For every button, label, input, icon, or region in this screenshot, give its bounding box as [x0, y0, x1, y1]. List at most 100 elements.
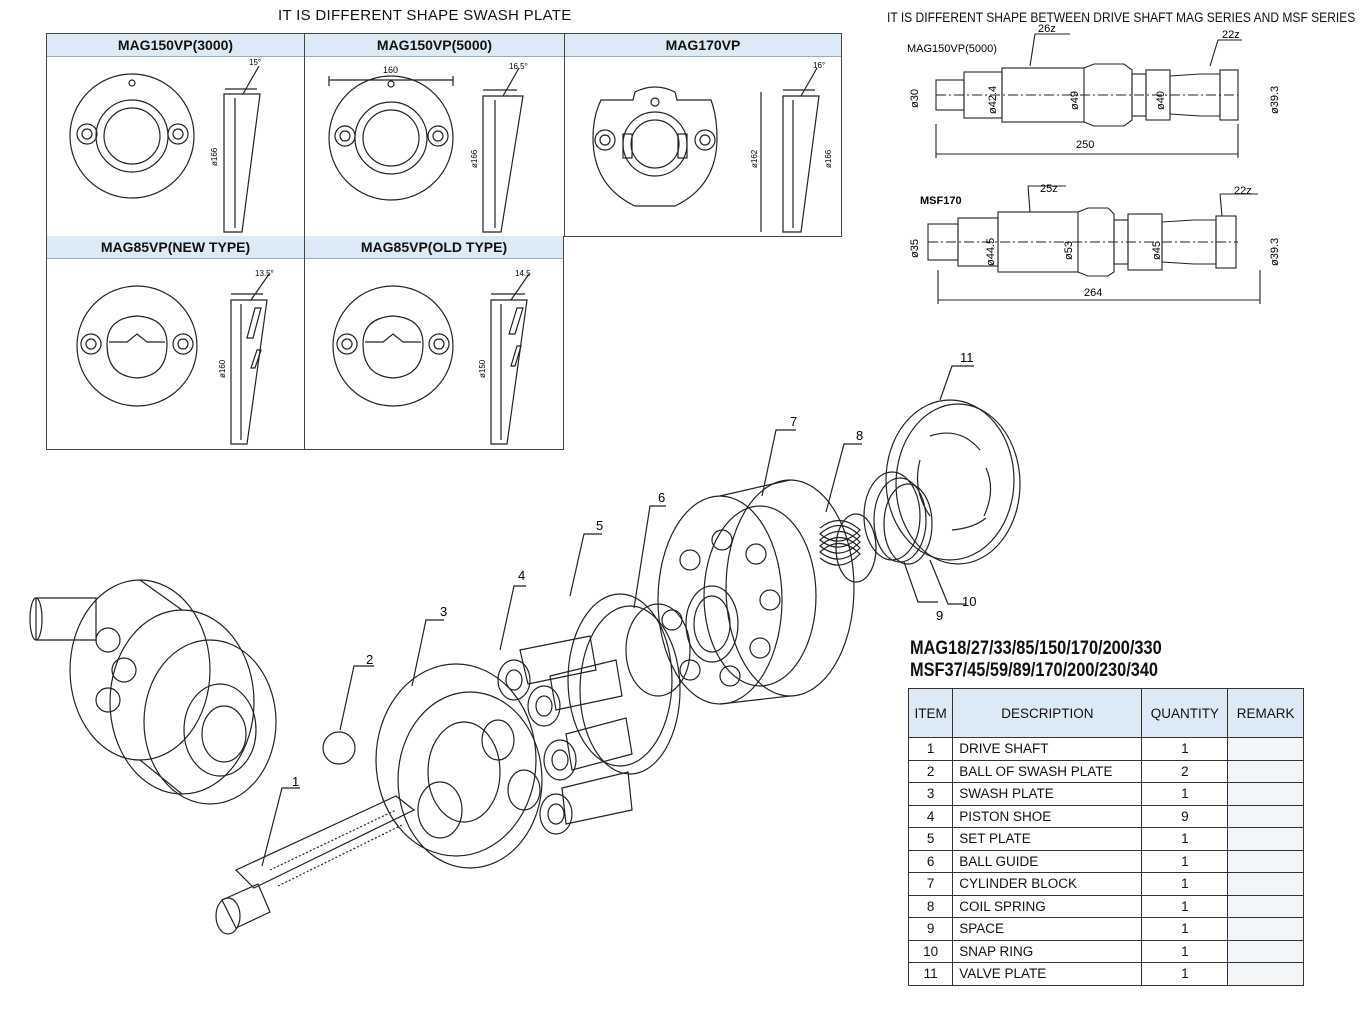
row-item: 4	[907, 804, 954, 828]
row-qty: 1	[1141, 962, 1229, 986]
swash-cell-4-header: MAG85VP(NEW TYPE)	[47, 236, 304, 259]
row-desc: BALL GUIDE	[952, 849, 1143, 873]
swash-2-dia: ø166	[470, 149, 479, 168]
swash-3-dia: ø162	[750, 149, 759, 168]
row-item: 8	[907, 894, 954, 918]
row-qty: 1	[1141, 827, 1229, 851]
row-desc: DRIVE SHAFT	[952, 737, 1143, 761]
swash-cell-1: MAG150VP(3000) 15° ø166	[47, 34, 304, 236]
row-remark	[1227, 759, 1304, 783]
callout-11: 11	[960, 350, 974, 365]
swash-cell-5-header: MAG85VP(OLD TYPE)	[305, 236, 563, 259]
shaft-2-spline2: 22z	[1234, 185, 1252, 197]
callout-9: 9	[936, 608, 943, 623]
row-remark	[1227, 962, 1304, 986]
row-item: 10	[907, 939, 954, 963]
shaft-2-d2: ø44.5	[985, 238, 997, 266]
swash-1-angle: 15°	[249, 58, 261, 67]
row-qty: 1	[1141, 939, 1229, 963]
row-desc: SET PLATE	[952, 827, 1143, 851]
shaft-1-d2: ø42.4	[987, 86, 999, 114]
row-item: 1	[907, 737, 954, 761]
swash-plate-1-drawing: 15° ø166	[69, 58, 261, 233]
swash-3-dia2: ø166	[824, 149, 833, 168]
swash-cell-3: MAG170VP 16° ø162 ø166	[565, 34, 841, 236]
swash-4-angle: 13.5°	[255, 269, 274, 278]
row-qty: 1	[1141, 849, 1229, 873]
shaft-2-d1: ø35	[909, 239, 921, 258]
row-desc: BALL OF SWASH PLATE	[952, 759, 1143, 783]
callout-8: 8	[856, 428, 863, 443]
drive-shafts-drawing: MAG150VP(5000) 26z 22z ø30 ø42.4 ø49 ø40…	[907, 24, 1281, 304]
callout-5: 5	[596, 518, 603, 533]
swash-plate-title: IT IS DIFFERENT SHAPE SWASH PLATE	[278, 7, 572, 24]
row-desc: VALVE PLATE	[952, 962, 1143, 986]
swash-cell-1-header: MAG150VP(3000)	[47, 34, 304, 57]
swash-4-dia: ø160	[218, 359, 227, 378]
series-mag: MAG18/27/33/85/150/170/200/330	[910, 638, 1162, 659]
shaft-2-d5: ø39.3	[1269, 238, 1281, 266]
row-remark	[1227, 782, 1304, 806]
callout-10: 10	[962, 594, 976, 609]
row-desc: COIL SPRING	[952, 894, 1143, 918]
callout-2: 2	[366, 652, 373, 667]
swash-cell-2-header: MAG150VP(5000)	[305, 34, 564, 57]
row-qty: 2	[1141, 759, 1229, 783]
shaft-1-spline2: 22z	[1222, 29, 1240, 41]
shaft-1-d1: ø30	[909, 89, 921, 108]
row-qty: 9	[1141, 804, 1229, 828]
swash-5-dia: ø150	[478, 359, 487, 378]
row-remark	[1227, 939, 1304, 963]
row-item: 7	[907, 872, 954, 896]
swash-cell-5: MAG85VP(OLD TYPE) 14.5 ø150	[305, 236, 563, 448]
swash-plate-5-drawing: 14.5 ø150	[332, 269, 531, 445]
swash-plate-2-drawing: 160 16.5° ø166	[328, 62, 528, 233]
swash-plate-4-drawing: 13.5° ø160	[76, 269, 274, 445]
shaft-1-d4: ø40	[1155, 91, 1167, 110]
callout-7: 7	[790, 414, 797, 429]
row-qty: 1	[1141, 917, 1229, 941]
row-item: 5	[907, 827, 954, 851]
callout-4: 4	[518, 568, 525, 583]
row-qty: 1	[1141, 737, 1229, 761]
row-remark	[1227, 827, 1304, 851]
shaft-2-length: 264	[1084, 287, 1102, 299]
col-remark: REMARK	[1227, 688, 1304, 738]
shaft-1-name: MAG150VP(5000)	[907, 43, 997, 55]
shaft-1-d5: ø39.3	[1269, 86, 1281, 114]
row-qty: 1	[1141, 782, 1229, 806]
callout-3: 3	[440, 604, 447, 619]
swash-5-angle: 14.5	[515, 269, 531, 278]
row-desc: SPACE	[952, 917, 1143, 941]
shaft-1-length: 250	[1076, 139, 1094, 151]
row-item: 3	[907, 782, 954, 806]
row-remark	[1227, 872, 1304, 896]
col-item: ITEM	[907, 688, 954, 738]
row-item: 2	[907, 759, 954, 783]
swash-cell-4: MAG85VP(NEW TYPE) 13.5° ø160	[47, 236, 304, 448]
row-desc: SNAP RING	[952, 939, 1143, 963]
row-desc: CYLINDER BLOCK	[952, 872, 1143, 896]
row-item: 11	[907, 962, 954, 986]
row-desc: SWASH PLATE	[952, 782, 1143, 806]
swash-plate-grid-top: MAG150VP(3000) 15° ø166 MAG150VP(5000)	[46, 33, 842, 237]
col-quantity: QUANTITY	[1141, 688, 1229, 738]
row-qty: 1	[1141, 894, 1229, 918]
shaft-2-name: MSF170	[920, 195, 962, 207]
callout-6: 6	[658, 490, 665, 505]
shaft-2-d3: ø53	[1063, 241, 1075, 260]
row-item: 6	[907, 849, 954, 873]
shaft-2-spline1: 25z	[1040, 183, 1058, 195]
swash-plate-grid-bottom: MAG85VP(NEW TYPE) 13.5° ø160 MAG85VP(OLD…	[46, 236, 564, 450]
shaft-2-d4: ø45	[1151, 241, 1163, 260]
